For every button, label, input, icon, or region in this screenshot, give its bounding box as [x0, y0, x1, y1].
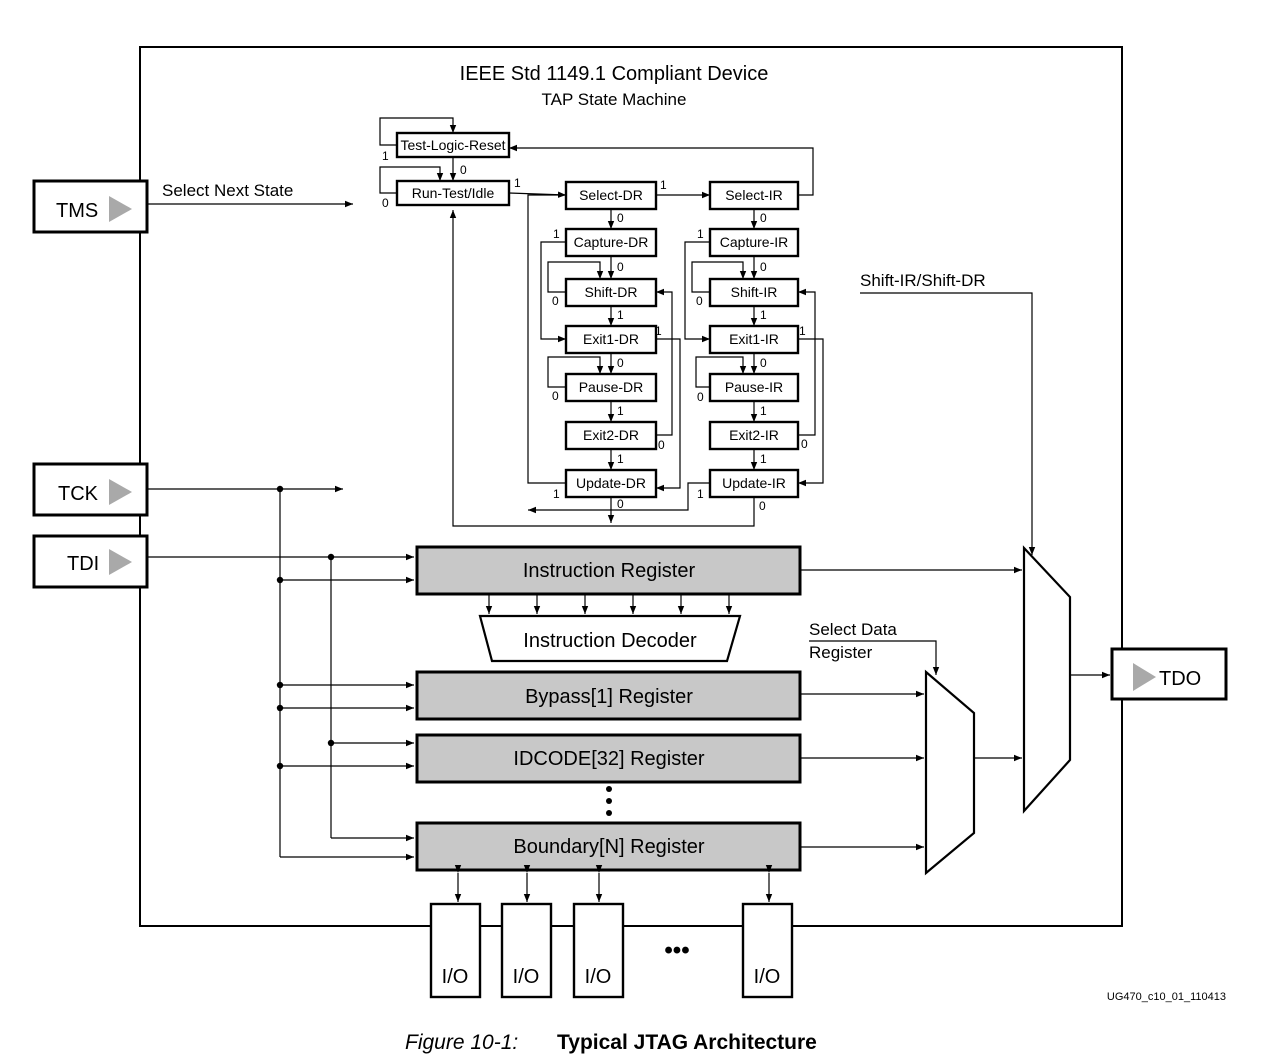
- tdi-pin-label: TDI: [67, 553, 99, 575]
- idcode-register-label: IDCODE[32] Register: [513, 748, 705, 770]
- state-exit2-dr-label: Exit2-DR: [583, 427, 639, 443]
- transition-value-14: 1: [553, 227, 560, 241]
- transition-value-23: 1: [760, 308, 767, 322]
- state-exit1-ir-label: Exit1-IR: [729, 331, 779, 347]
- bypass-register: [415, 670, 802, 721]
- io-cell-2: I/O: [500, 865, 553, 999]
- state-select-dr-label: Select-DR: [579, 187, 643, 203]
- transition-value-20: 0: [759, 499, 766, 513]
- instruction-register-label: Instruction Register: [523, 560, 696, 582]
- transition-value-9: 0: [617, 356, 624, 370]
- io-cell-2-label: I/O: [513, 966, 540, 988]
- tdi-pin-arrow-icon: [109, 549, 132, 575]
- transition-value-15: 1: [655, 324, 662, 338]
- transition-value-24: 0: [760, 356, 767, 370]
- transition-value-3: 0: [382, 196, 389, 210]
- data-register-mux: [924, 669, 976, 876]
- shift-ir-dr-label: Shift-IR/Shift-DR: [860, 271, 986, 290]
- idcode-register: [415, 733, 802, 784]
- transition-value-17: 1: [553, 487, 560, 501]
- transition-value-12: 0: [552, 294, 559, 308]
- state-update-dr-label: Update-DR: [576, 475, 646, 491]
- figure-id: UG470_c10_01_110413: [1107, 991, 1226, 1003]
- transition-value-27: 0: [696, 294, 703, 308]
- instruction-decoder: [478, 614, 742, 663]
- tck-pin-label: TCK: [58, 483, 99, 505]
- boundary-register: [415, 821, 802, 872]
- register-continuation-dots: [606, 786, 612, 816]
- tms-pin-arrow-icon: [109, 196, 132, 222]
- transition-value-11: 1: [617, 452, 624, 466]
- io-cell-ellipsis: •••: [664, 937, 689, 964]
- state-shift-ir: [708, 277, 800, 308]
- io-cell-3: I/O: [572, 865, 625, 999]
- tck-pin: TCK: [32, 462, 149, 517]
- transition-value-26: 1: [760, 452, 767, 466]
- tdo-pin: TDO: [1110, 647, 1228, 701]
- tms-pin: TMS: [32, 179, 149, 234]
- tdo-output-mux: [1022, 545, 1072, 814]
- state-pause-ir-label: Pause-IR: [725, 379, 783, 395]
- state-update-ir-label: Update-IR: [722, 475, 786, 491]
- transition-value-30: 1: [799, 324, 806, 338]
- transition-value-31: 0: [801, 437, 808, 451]
- transition-value-18: 1: [697, 487, 704, 501]
- transition-value-7: 0: [617, 260, 624, 274]
- state-capture-dr-label: Capture-DR: [574, 234, 649, 250]
- state-exit1-ir: [708, 324, 800, 355]
- tck-pin-arrow-icon: [109, 479, 132, 505]
- tdo-pin-arrow-icon: [1133, 663, 1156, 691]
- bypass-register-label: Bypass[1] Register: [525, 686, 693, 708]
- io-cell-n-label: I/O: [754, 966, 781, 988]
- tdo-pin-label: TDO: [1159, 668, 1201, 690]
- state-capture-ir-label: Capture-IR: [720, 234, 788, 250]
- instruction-register: [415, 545, 802, 596]
- transition-value-21: 0: [760, 211, 767, 225]
- select-data-register-label-line1: Select Data: [809, 620, 897, 639]
- transition-value-16: 0: [658, 438, 665, 452]
- transition-value-8: 1: [617, 308, 624, 322]
- transition-value-29: 1: [697, 227, 704, 241]
- transition-value-5: 1: [660, 178, 667, 192]
- select-data-register-label-line2: Register: [809, 643, 873, 662]
- device-title: IEEE Std 1149.1 Compliant Device: [460, 63, 769, 85]
- instruction-decoder-label: Instruction Decoder: [523, 630, 697, 652]
- tdi-pin: TDI: [32, 534, 149, 589]
- tap-state-machine: Test-Logic-Reset Run-Test/Idle Select-DR…: [379, 117, 824, 527]
- state-shift-ir-label: Shift-IR: [731, 284, 778, 300]
- transition-value-6: 0: [617, 211, 624, 225]
- boundary-register-label: Boundary[N] Register: [513, 836, 705, 858]
- state-test-logic-reset-label: Test-Logic-Reset: [400, 137, 505, 153]
- transition-value-28: 0: [697, 390, 704, 404]
- state-shift-dr-label: Shift-DR: [585, 284, 638, 300]
- transition-value-2: 0: [460, 163, 467, 177]
- transition-value-25: 1: [760, 404, 767, 418]
- transition-value-22: 0: [760, 260, 767, 274]
- transition-value-13: 0: [552, 389, 559, 403]
- transition-value-1: 1: [382, 149, 389, 163]
- tms-pin-label: TMS: [56, 200, 98, 222]
- state-exit2-ir-label: Exit2-IR: [729, 427, 779, 443]
- figure-caption: Typical JTAG Architecture: [557, 1031, 817, 1054]
- io-cell-n: I/O: [741, 865, 794, 999]
- transition-value-19: 0: [617, 497, 624, 511]
- io-cell-3-label: I/O: [585, 966, 612, 988]
- state-select-ir-label: Select-IR: [725, 187, 783, 203]
- state-pause-dr-label: Pause-DR: [579, 379, 644, 395]
- state-run-test-idle-label: Run-Test/Idle: [412, 185, 495, 201]
- select-next-state-label: Select Next State: [162, 181, 293, 200]
- figure-number: Figure 10-1:: [405, 1031, 518, 1054]
- io-cell-1-label: I/O: [442, 966, 469, 988]
- transition-value-4: 1: [514, 176, 521, 190]
- io-cell-1: I/O: [429, 865, 482, 999]
- tap-state-machine-title: TAP State Machine: [542, 90, 687, 109]
- state-exit1-dr-label: Exit1-DR: [583, 331, 639, 347]
- transition-value-10: 1: [617, 404, 624, 418]
